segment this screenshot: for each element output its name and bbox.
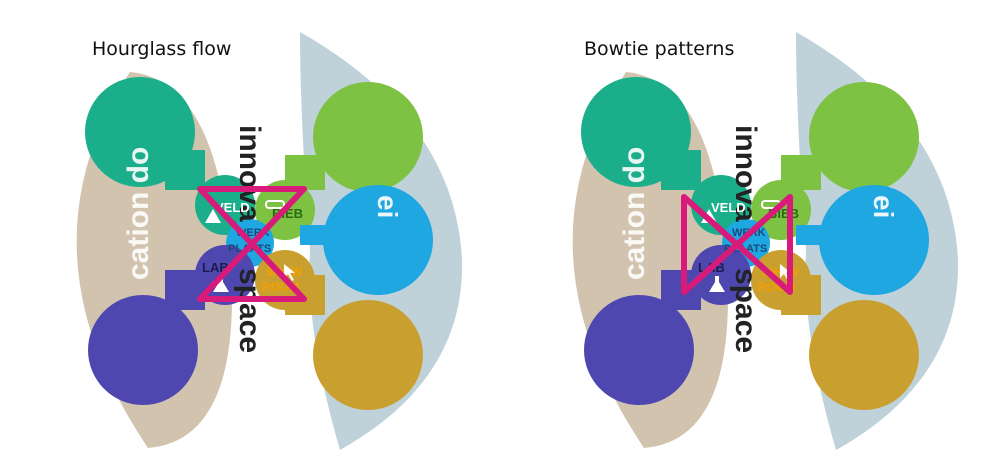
- circle-mustard: [809, 300, 919, 410]
- flask-icon: [709, 276, 725, 292]
- tent-icon: [205, 209, 221, 223]
- hourglass-overlay: [197, 186, 307, 302]
- center-text-bottom: space: [729, 268, 762, 353]
- hourglass-diagram: cation do ei innova space VELD BIEB WERK…: [76, 32, 463, 450]
- panel-bowtie: cation do ei innova space VELD BIEB WERK…: [496, 0, 992, 464]
- center-text-bottom: space: [233, 268, 266, 353]
- glasses-icon: [265, 200, 285, 209]
- bowtie-diagram: cation do ei innova space VELD BIEB WERK…: [572, 32, 959, 450]
- panel-title: Hourglass flow: [92, 38, 232, 60]
- label-veld: VELD: [711, 200, 746, 215]
- circle-teal: [581, 77, 691, 187]
- circle-mustard: [313, 300, 423, 410]
- connector-sky: [300, 225, 335, 245]
- circle-sky: [819, 185, 929, 295]
- circle-teal: [85, 77, 195, 187]
- circle-purple: [88, 295, 198, 405]
- connector-sky: [796, 225, 831, 245]
- circle-sky: [323, 185, 433, 295]
- circle-purple: [584, 295, 694, 405]
- flask-icon: [213, 276, 229, 292]
- side-text-right: ei: [868, 195, 899, 218]
- bowtie-overlay: [681, 194, 793, 295]
- side-text-right: ei: [372, 195, 403, 218]
- side-text-left: cation do: [122, 147, 155, 280]
- panel-title: Bowtie patterns: [584, 38, 735, 60]
- cursor-icon: [284, 264, 295, 281]
- small-circle-lab: [691, 245, 751, 305]
- side-text-left: cation do: [618, 147, 651, 280]
- circle-green: [313, 82, 423, 192]
- circle-green: [809, 82, 919, 192]
- center-text-top: innova: [233, 125, 266, 222]
- panel-hourglass: cation do ei innova space VELD BIEB WERK…: [76, 32, 463, 450]
- center-text-top: innova: [729, 125, 762, 222]
- label-lab: LAB: [202, 260, 229, 275]
- cursor-icon: [780, 264, 791, 281]
